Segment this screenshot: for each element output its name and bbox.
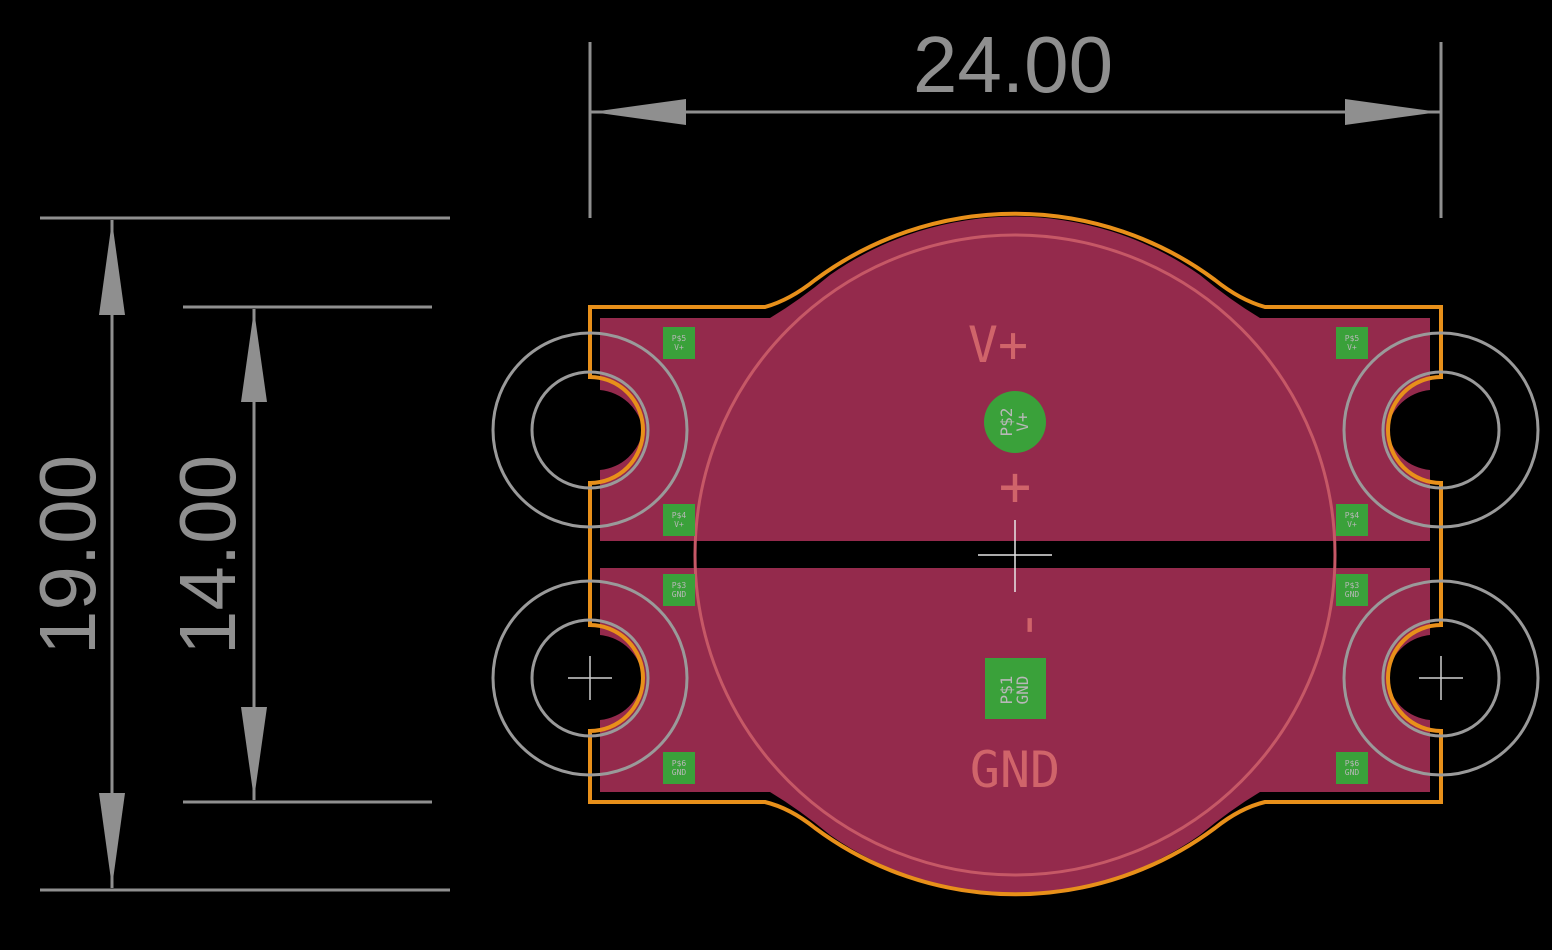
pad-p3-left-name: P$3 bbox=[672, 581, 687, 590]
pad-p3-left-net: GND bbox=[672, 590, 687, 599]
pad-center-bottom-name: P$1 bbox=[997, 676, 1016, 705]
pad-p5-left-net: V+ bbox=[674, 343, 684, 352]
mounting-holes bbox=[491, 331, 1540, 777]
hole-bottom-left bbox=[530, 618, 650, 738]
pad-p6-right-net: GND bbox=[1345, 768, 1360, 777]
hole-top-right-ring bbox=[1342, 331, 1540, 529]
pad-p4-left-name: P$4 bbox=[672, 511, 687, 520]
hole-bottom-right bbox=[1381, 618, 1501, 738]
coin-cell-outline bbox=[693, 233, 1337, 877]
pad-center-top-net: V+ bbox=[1013, 412, 1032, 431]
copper-pour bbox=[600, 216, 1430, 894]
dimension-width bbox=[588, 42, 1443, 218]
small-pads: P$5 V+ P$5 V+ P$4 V+ P$4 V+ P$3 GND P$3 … bbox=[663, 327, 1368, 784]
positive-label: V+ bbox=[968, 316, 1028, 374]
board-outline bbox=[588, 211, 1443, 897]
inner-height-dimension-label: 14.00 bbox=[163, 455, 252, 655]
pad-p6-left-net: GND bbox=[672, 768, 687, 777]
pad-p3-right-name: P$3 bbox=[1345, 581, 1360, 590]
pad-center-top: P$2 V+ bbox=[984, 391, 1046, 453]
hole-bottom-right-ring bbox=[1342, 579, 1540, 777]
pad-p5-right-net: V+ bbox=[1347, 343, 1357, 352]
pad-p4-right-net: V+ bbox=[1347, 520, 1357, 529]
pad-p4-right-name: P$4 bbox=[1345, 511, 1360, 520]
pad-center-bottom-net: GND bbox=[1013, 676, 1032, 705]
hole-top-left-ring bbox=[491, 331, 689, 529]
hole-crosshairs bbox=[568, 656, 1463, 700]
hole-bottom-left-ring bbox=[491, 579, 689, 777]
pad-p6-right-name: P$6 bbox=[1345, 759, 1360, 768]
width-dimension-label: 24.00 bbox=[913, 20, 1113, 109]
negative-label: GND bbox=[970, 741, 1060, 799]
outer-height-dimension-label: 19.00 bbox=[23, 455, 112, 655]
origin-crosshair bbox=[978, 520, 1052, 592]
hole-top-left bbox=[530, 370, 650, 490]
pad-p4-left-net: V+ bbox=[674, 520, 684, 529]
minus-symbol: - bbox=[1002, 609, 1065, 642]
pad-p6-left-name: P$6 bbox=[672, 759, 687, 768]
dimension-height-outer bbox=[40, 216, 450, 892]
pad-p5-left-name: P$5 bbox=[672, 334, 687, 343]
pad-center-bottom: P$1 GND bbox=[985, 658, 1046, 719]
dimension-height-inner bbox=[183, 305, 432, 804]
hole-top-right bbox=[1381, 370, 1501, 490]
pad-center-top-name: P$2 bbox=[997, 408, 1016, 437]
pad-p3-right-net: GND bbox=[1345, 590, 1360, 599]
plus-symbol: + bbox=[999, 455, 1032, 518]
pad-p5-right-name: P$5 bbox=[1345, 334, 1360, 343]
